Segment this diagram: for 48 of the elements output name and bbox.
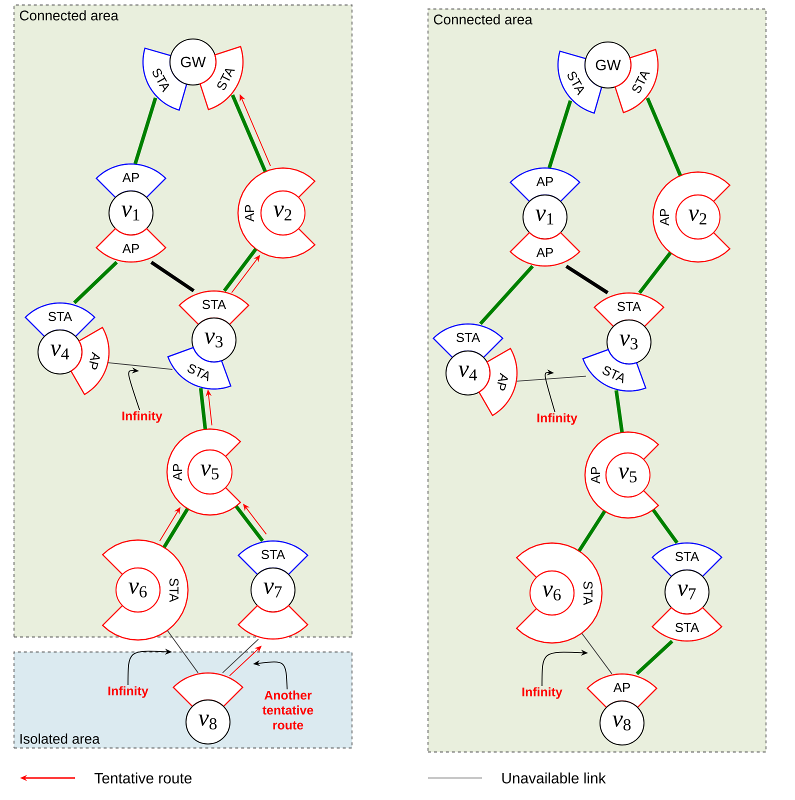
interface-wedge: AP — [70, 326, 110, 396]
interface-wedge: AP — [510, 232, 580, 267]
link-line — [565, 264, 609, 294]
link-line — [652, 508, 679, 544]
link-line — [581, 632, 612, 674]
link-line — [646, 97, 682, 176]
annotation-text: Infinity — [108, 686, 148, 698]
interface-wedge: AP — [96, 163, 166, 198]
interface-wedge: STA — [238, 540, 308, 576]
legend-text: Tentative route — [94, 772, 192, 784]
annotation-text: Infinity — [537, 413, 578, 425]
link-line — [638, 252, 672, 294]
link-line — [162, 508, 190, 548]
link-line — [614, 390, 624, 432]
annotation-text: Infinity — [122, 411, 162, 423]
annotation-text: Infinity — [522, 687, 562, 699]
interface-wedge: STA — [432, 323, 504, 358]
interface-wedge: STA — [651, 542, 722, 578]
annotation-text: Another tentative route — [262, 690, 314, 730]
interface-wedge: AP — [586, 673, 658, 708]
link-line — [234, 505, 264, 542]
link-line — [479, 265, 534, 326]
link-line — [636, 640, 674, 676]
interface-wedge — [238, 604, 308, 640]
interface-wedge: STA — [593, 292, 664, 328]
interface-wedge: STA — [178, 290, 250, 326]
interface-wedge: STA — [167, 346, 232, 390]
interface-wedge: AP — [478, 348, 518, 416]
link-line — [230, 94, 267, 172]
interface-wedge: AP — [510, 167, 580, 202]
interface-wedge: AP — [96, 228, 166, 263]
link-line — [108, 362, 173, 370]
leader-line — [544, 369, 556, 412]
interface-wedge — [172, 672, 244, 708]
legend-text: Unavailable link — [502, 772, 606, 784]
link-line — [222, 638, 259, 674]
link-line — [548, 100, 572, 168]
link-line — [133, 97, 158, 164]
interface-wedge: STA — [24, 302, 96, 338]
link-line — [150, 260, 195, 292]
link-line — [167, 630, 199, 674]
interface-wedge: STA — [582, 348, 647, 392]
link-line — [222, 248, 258, 292]
leader-line — [128, 367, 140, 410]
link-line — [198, 388, 208, 430]
link-line — [73, 260, 118, 304]
link-line — [516, 376, 586, 382]
link-line — [578, 510, 606, 552]
